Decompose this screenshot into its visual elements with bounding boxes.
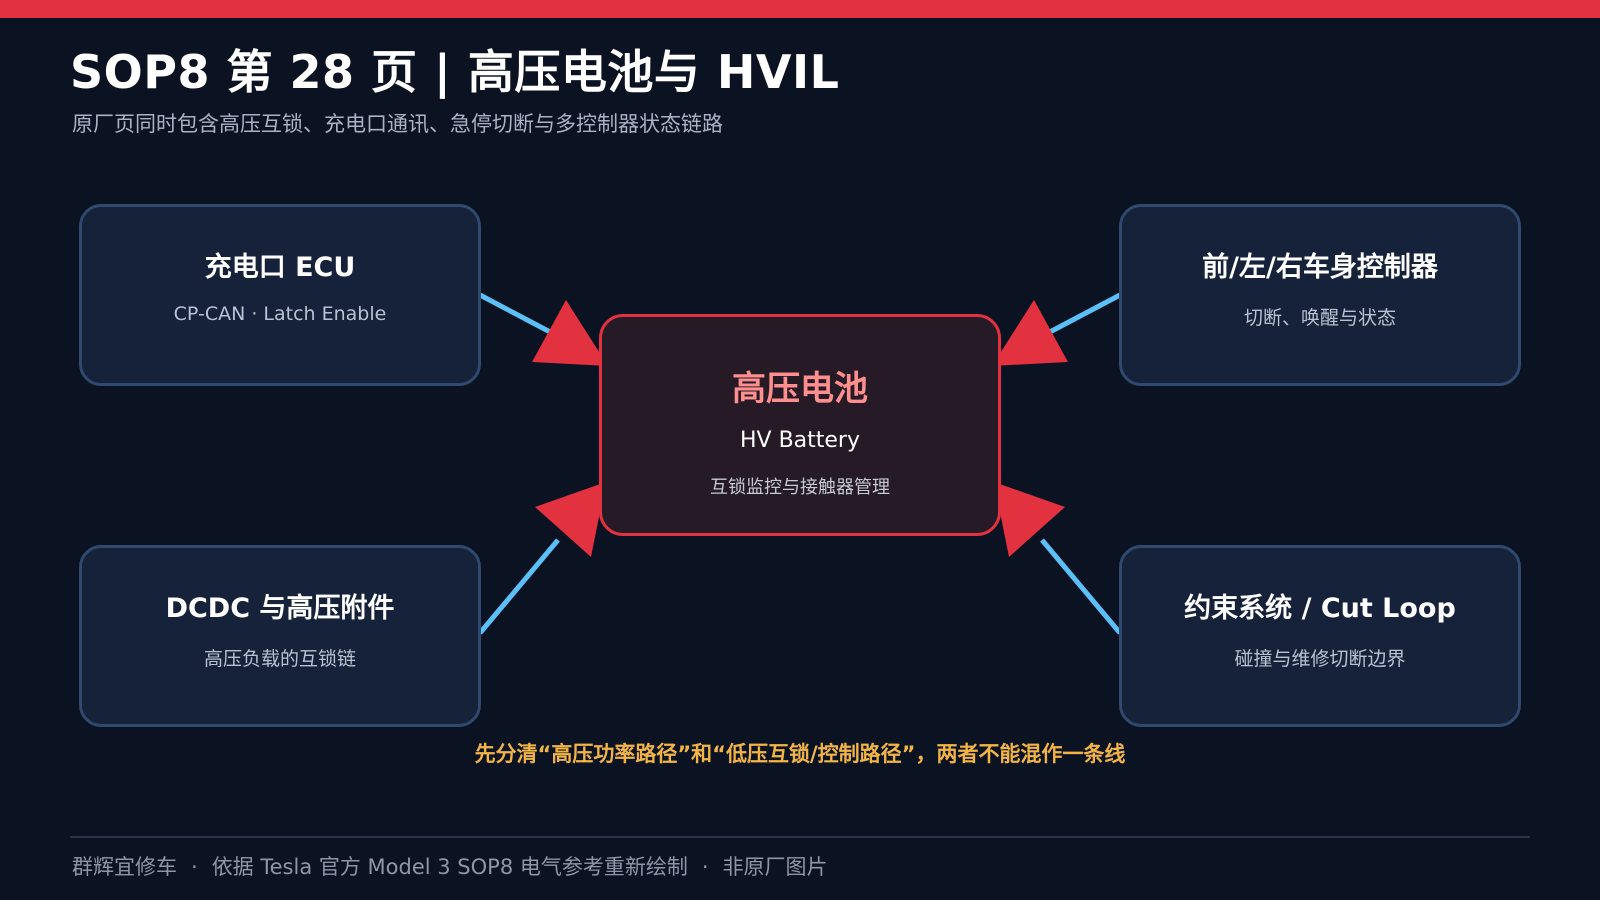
- arrowhead-top-right: [992, 300, 1068, 366]
- top-accent-bar: [0, 0, 1600, 18]
- node-desc: 碰撞与维修切断边界: [1234, 648, 1406, 670]
- node-title: 前/左/右车身控制器: [1202, 252, 1438, 283]
- connector-line-bottom-left: [478, 538, 560, 635]
- footer-brand: 群辉宜修车: [72, 855, 177, 879]
- footer-disclaimer: 非原厂图片: [722, 855, 828, 879]
- node-title: DCDC 与高压附件: [165, 593, 395, 624]
- connector-line-bottom-right: [1040, 538, 1122, 635]
- node-charge-port-ecu: 充电口 ECU CP-CAN · Latch Enable: [79, 204, 481, 386]
- footer-divider: [70, 836, 1530, 838]
- node-body-controllers: 前/左/右车身控制器 切断、唤醒与状态: [1119, 204, 1521, 386]
- center-title: 高压电池: [732, 369, 868, 409]
- node-hv-battery: 高压电池 HV Battery 互锁监控与接触器管理: [599, 314, 1001, 536]
- node-title: 充电口 ECU: [204, 252, 356, 283]
- footer-source: 依据 Tesla 官方 Model 3 SOP8 电气参考重新绘制: [211, 855, 688, 879]
- center-desc: 互锁监控与接触器管理: [710, 477, 890, 498]
- connector-bottom-right: [994, 482, 1122, 635]
- node-desc: 高压负载的互锁链: [203, 648, 356, 670]
- node-title: 约束系统 / Cut Loop: [1184, 593, 1456, 624]
- footer-separator: ·: [701, 855, 709, 879]
- page-subtitle: 原厂页同时包含高压互锁、充电口通讯、急停切断与多控制器状态链路: [72, 112, 723, 136]
- node-desc: CP-CAN · Latch Enable: [173, 303, 387, 325]
- connector-line-top-left: [478, 292, 554, 336]
- connector-bottom-left: [478, 482, 606, 635]
- arrowhead-bottom-left: [535, 482, 606, 557]
- node-restraint-cut-loop: 约束系统 / Cut Loop 碰撞与维修切断边界: [1119, 545, 1521, 727]
- node-desc: 切断、唤醒与状态: [1243, 307, 1396, 329]
- warning-note: 先分清“高压功率路径”和“低压互锁/控制路径”，两者不能混作一条线: [474, 742, 1126, 766]
- connector-line-top-right: [1046, 292, 1122, 336]
- node-dcdc-hv-accessories: DCDC 与高压附件 高压负载的互锁链: [79, 545, 481, 727]
- connector-top-left: [478, 292, 608, 366]
- footer: 群辉宜修车 · 依据 Tesla 官方 Model 3 SOP8 电气参考重新绘制 ·…: [72, 851, 828, 881]
- arrowhead-bottom-right: [994, 482, 1065, 557]
- center-subtitle: HV Battery: [739, 428, 860, 453]
- page-title: SOP8 第 28 页 | 高压电池与 HVIL: [70, 45, 840, 99]
- footer-separator: ·: [191, 855, 198, 879]
- arrowhead-top-left: [532, 300, 608, 366]
- connector-top-right: [992, 292, 1122, 366]
